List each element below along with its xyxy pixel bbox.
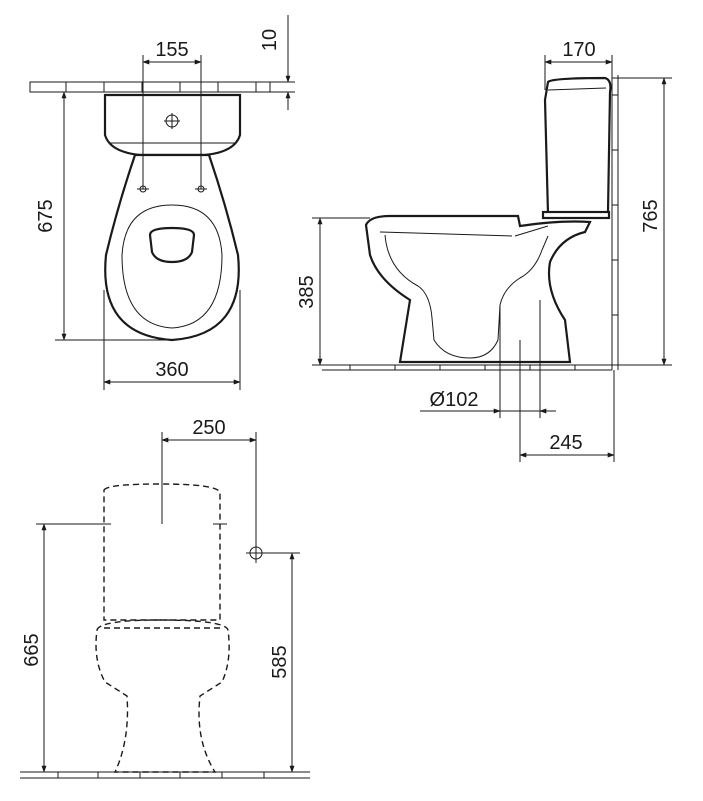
dim-top-offset-label: 10 bbox=[259, 29, 281, 51]
side-view-bowl bbox=[364, 214, 592, 364]
dim-tank-height: 665 bbox=[21, 523, 97, 773]
dim-width-label: 360 bbox=[155, 359, 188, 381]
dim-inlet-spacing: 250 bbox=[161, 417, 257, 545]
dim-total-height-label: 765 bbox=[640, 199, 662, 232]
top-view-water bbox=[148, 226, 196, 264]
side-view-wall bbox=[611, 75, 619, 370]
front-view-tank bbox=[103, 483, 221, 621]
front-view-bowl bbox=[95, 619, 230, 773]
dim-hole-spacing-label: 155 bbox=[155, 39, 188, 61]
front-view: 250 665 585 bbox=[20, 417, 310, 779]
top-view-bowl-outer bbox=[104, 153, 240, 342]
dim-outlet-diameter-label: Ø102 bbox=[430, 389, 479, 411]
dim-seat-height-label: 385 bbox=[296, 275, 318, 308]
dim-inlet-height-label: 585 bbox=[269, 645, 291, 678]
water-inlet-icon bbox=[246, 543, 266, 563]
top-view-bowl-inner bbox=[121, 204, 223, 329]
dim-total-height: 765 bbox=[612, 77, 672, 366]
side-view: 170 765 385 Ø102 2 bbox=[296, 39, 672, 462]
dim-inlet-spacing-label: 250 bbox=[192, 417, 225, 439]
dim-top-offset: 10 bbox=[259, 15, 295, 110]
side-view-tank bbox=[543, 76, 612, 216]
top-view: 155 10 675 360 bbox=[29, 15, 295, 390]
dim-outlet-offset-label: 245 bbox=[549, 432, 582, 454]
dim-tank-depth: 170 bbox=[544, 39, 613, 90]
dim-length-label: 675 bbox=[35, 199, 57, 232]
dim-tank-height-label: 665 bbox=[21, 633, 43, 666]
dim-length: 675 bbox=[35, 91, 172, 341]
top-view-wall-strip bbox=[29, 81, 271, 93]
dim-width: 360 bbox=[103, 290, 241, 390]
dim-tank-depth-label: 170 bbox=[562, 39, 595, 61]
side-view-floor bbox=[322, 364, 612, 371]
dim-hole-spacing: 155 bbox=[142, 39, 202, 189]
front-view-floor bbox=[20, 771, 310, 779]
dim-outlet-offset: 245 bbox=[519, 340, 615, 462]
dim-seat-height: 385 bbox=[296, 217, 370, 366]
dim-inlet-height: 585 bbox=[266, 552, 300, 773]
